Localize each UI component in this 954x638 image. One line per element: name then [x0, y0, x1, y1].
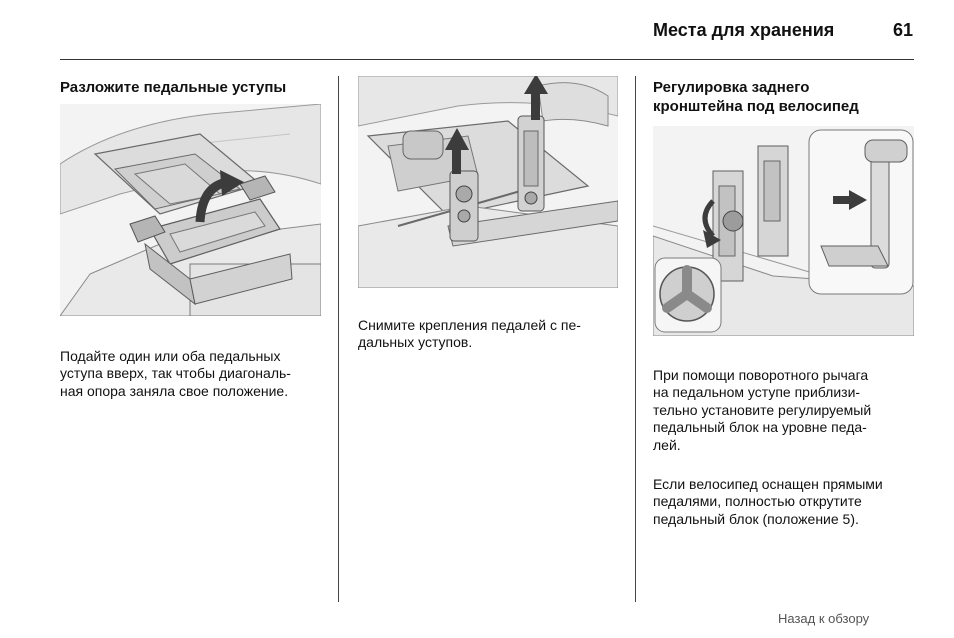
illustration-pedal-step-unfold — [60, 104, 321, 316]
column-divider — [635, 76, 636, 602]
paragraph: Подайте один или оба педальных уступа вв… — [60, 347, 291, 399]
paragraph: Снимите крепления педалей с пе- дальных … — [358, 316, 581, 351]
illustration-remove-pedal-mounts-drawing — [358, 76, 618, 288]
column-divider — [338, 76, 339, 602]
illustration-rear-bracket-adjust — [653, 126, 914, 336]
page-number: 61 — [893, 20, 914, 40]
section-body-remove-pedal-mounts: Снимите крепления педалей с пе- дальных … — [358, 299, 623, 373]
section-body-unfold-pedal-steps: Подайте один или оба педальных уступа вв… — [60, 330, 330, 422]
paragraph: При помощи поворотного рычага на педальн… — [653, 366, 872, 453]
section-heading-unfold-pedal-steps: Разложите педальные уступы — [60, 79, 287, 96]
back-to-overview-link[interactable]: Назад к обзору — [778, 611, 870, 626]
section-heading-rear-bracket-adjust: Регулировка заднего кронштейна под велос… — [653, 79, 859, 115]
page-header-title: Места для хранения — [653, 20, 835, 40]
header-rule — [60, 59, 914, 60]
illustration-pedal-step-unfold-drawing — [60, 104, 321, 316]
illustration-rear-bracket-adjust-drawing — [653, 126, 914, 336]
paragraph: Если велосипед оснащен прямыми педалями,… — [653, 475, 883, 527]
section-body-rear-bracket-adjust: При помощи поворотного рычага на педальн… — [653, 349, 918, 550]
illustration-remove-pedal-mounts — [358, 76, 618, 288]
